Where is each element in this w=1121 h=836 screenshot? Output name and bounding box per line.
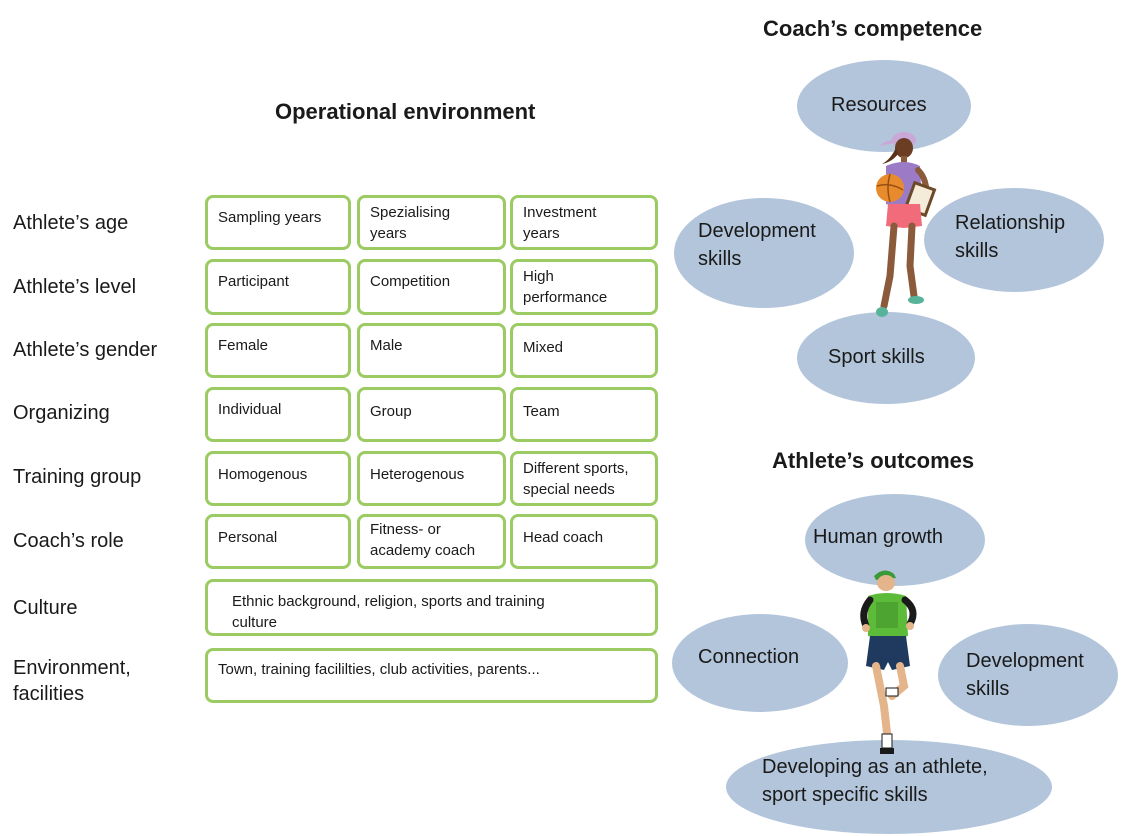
row-label-athlete-level: Athlete’s level [13, 276, 137, 298]
oval-connection-label: Connection [698, 646, 800, 668]
oval-sport-skills-label: Sport skills [828, 346, 925, 368]
oval-relationship-skills: Relationship skills [924, 188, 1104, 292]
row-label-culture: Culture [13, 597, 78, 619]
oval-resources-label: Resources [831, 94, 927, 116]
cell-participant: Participant [205, 259, 351, 315]
oval-sport-skills: Sport skills [797, 312, 975, 404]
oval-human-growth-label: Human growth [813, 526, 944, 548]
cell-sampling-years: Sampling years [205, 195, 351, 250]
coach-figure-illustration [876, 132, 937, 317]
cell-competition: Competition [357, 259, 506, 315]
coach-competence-title: Coach’s competence [763, 16, 983, 41]
row-label-organizing: Organizing [13, 402, 110, 424]
row-label-athlete-gender: Athlete’s gender [13, 339, 158, 361]
oval-relationship-skills-label: Relationship skills [955, 212, 1066, 262]
cell-culture: Ethnic background, religion, sports and … [205, 579, 658, 636]
operational-environment-title: Operational environment [275, 99, 536, 124]
cell-group: Group [357, 387, 506, 442]
athlete-runner-illustration [860, 570, 917, 754]
oval-developing-as-athlete-label: Developing as an athlete, sport specific… [762, 756, 988, 806]
oval-coach-development-skills: Development skills [674, 198, 854, 308]
cell-investment-years: Investment years [510, 195, 658, 250]
cell-mixed: Mixed [510, 323, 658, 378]
oval-coach-development-skills-label: Development skills [698, 220, 816, 270]
cell-team: Team [510, 387, 658, 442]
cell-personal: Personal [205, 514, 351, 569]
row-label-coach-role: Coach’s role [13, 530, 124, 552]
cell-high-performance: High performance [510, 259, 658, 315]
cell-head-coach: Head coach [510, 514, 658, 569]
cell-spezialising-years: Spezialising years [357, 195, 506, 250]
oval-athlete-development-skills: Development skills [938, 624, 1118, 726]
cell-heterogenous: Heterogenous [357, 451, 506, 506]
oval-human-growth: Human growth [805, 494, 985, 586]
athlete-outcomes-title: Athlete’s outcomes [772, 448, 975, 473]
oval-developing-as-athlete: Developing as an athlete, sport specific… [726, 740, 1052, 834]
row-label-training-group: Training group [13, 466, 142, 488]
oval-connection: Connection [672, 614, 848, 712]
cell-environment: Town, training facililties, club activit… [205, 648, 658, 703]
cell-female: Female [205, 323, 351, 378]
cell-fitness-academy-coach: Fitness- or academy coach [357, 514, 506, 569]
cell-male: Male [357, 323, 506, 378]
oval-athlete-development-skills-label: Development skills [966, 650, 1084, 700]
cell-different-sports: Different sports, special needs [510, 451, 658, 506]
row-label-environment-facilities: Environment, facilities [13, 657, 131, 705]
cell-homogenous: Homogenous [205, 451, 351, 506]
row-label-athlete-age: Athlete’s age [13, 212, 129, 234]
oval-resources: Resources [797, 60, 971, 152]
cell-individual: Individual [205, 387, 351, 442]
